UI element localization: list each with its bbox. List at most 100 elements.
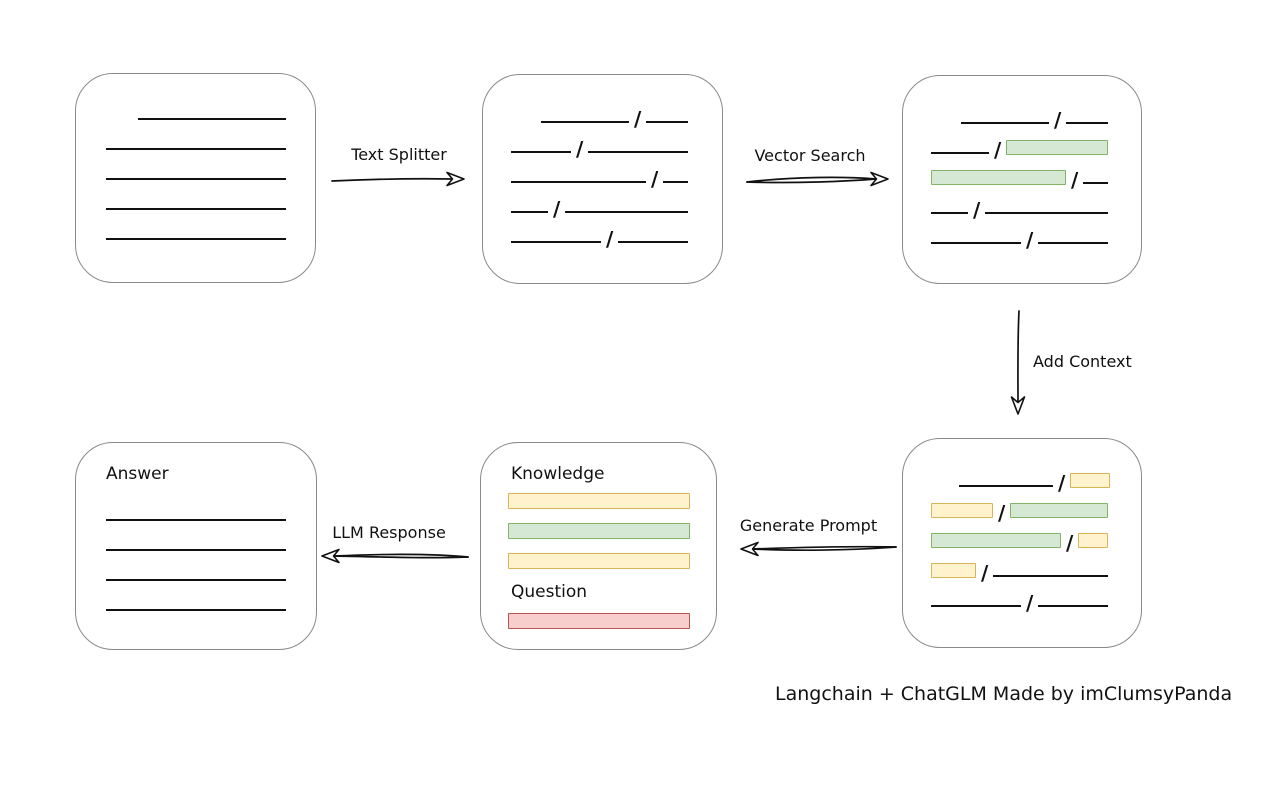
text-row: / [931,94,1113,130]
text-row [106,551,286,581]
answer-lines [106,491,286,611]
text-line [106,579,286,581]
knowledge-bars [508,493,692,569]
text-line [1083,182,1109,184]
document-text-rows [76,74,315,282]
text-row [106,491,286,521]
text-line [993,575,1109,577]
text-line [961,122,1049,124]
text-line [646,121,689,123]
generate-prompt-arrow [740,541,897,557]
credit-text: Langchain + ChatGLM Made by imClumsyPand… [775,683,1233,705]
text-row: / [931,124,1113,160]
yellow-chunk-chip [1078,533,1109,548]
text-line [1066,122,1109,124]
chunks-box: / / / / / [482,74,723,284]
text-line [959,485,1053,487]
text-row: / [931,457,1113,493]
answer-box: Answer [75,442,317,650]
text-line [931,212,968,214]
slash-separator: / [981,561,989,585]
yellow-chunk-chip [931,563,976,578]
text-line [1038,242,1109,244]
text-splitter-arrow [331,171,465,187]
context-box: / / / / / [902,438,1142,648]
slash-separator: / [998,501,1006,525]
text-line [1038,605,1109,607]
text-row [106,180,286,210]
slash-separator: / [1054,108,1062,132]
text-row: / [931,487,1113,523]
green-chunk-chip [1010,503,1109,518]
text-row: / [511,93,694,129]
generate-prompt-label: Generate Prompt [739,516,878,535]
llm-response-arrow [321,548,469,564]
text-row: / [931,577,1113,613]
answer-label: Answer [106,464,169,484]
slash-separator: / [1071,168,1079,192]
vector-search-arrow [746,171,889,187]
knowledge-label: Knowledge [511,464,605,484]
slash-separator: / [634,107,642,131]
text-row: / [931,214,1113,250]
text-line [138,118,286,120]
vector-search-label: Vector Search [754,146,866,165]
text-row: / [931,517,1113,553]
add-context-label: Add Context [1033,352,1132,371]
text-line [663,181,689,183]
slash-separator: / [651,167,659,191]
text-line [106,178,286,180]
text-line [985,212,1109,214]
text-line [511,211,548,213]
text-row: / [931,154,1113,190]
text-row: / [511,123,694,159]
slash-separator: / [553,197,561,221]
question-bars [508,613,692,629]
slash-separator: / [1026,228,1034,252]
green-chunk-chip [931,533,1061,548]
slash-separator: / [1026,591,1034,615]
llm-response-label: LLM Response [332,523,446,542]
text-row: / [511,183,694,219]
text-line [931,605,1021,607]
text-line [618,241,689,243]
text-row [106,120,286,150]
red-bar [508,613,690,629]
text-line [106,549,286,551]
question-label: Question [511,582,588,602]
text-line [106,238,286,240]
yellow-chunk-chip [1070,473,1111,488]
context-text-rows: / / / / / [903,439,1141,647]
chunks-text-rows: / / / / / [483,75,722,283]
text-line [106,519,286,521]
yellow-chunk-chip [931,503,993,518]
text-line [106,148,286,150]
text-line [931,152,989,154]
yellow-bar [508,493,690,509]
slash-separator: / [606,227,614,251]
slash-separator: / [1058,471,1066,495]
green-chunk-chip [931,170,1066,185]
text-row: / [511,213,694,249]
slash-separator: / [576,137,584,161]
text-line [511,181,646,183]
text-row: / [511,153,694,189]
text-row [106,521,286,551]
text-line [511,241,601,243]
green-bar [508,523,690,539]
prompt-box: Knowledge Question [480,442,717,650]
text-row [106,90,286,120]
text-row: / [931,184,1113,220]
retrieved-text-rows: / / / / / [903,76,1141,283]
text-row: / [931,547,1113,583]
text-row [106,150,286,180]
text-line [565,211,689,213]
slash-separator: / [1066,531,1074,555]
yellow-bar [508,553,690,569]
text-line [931,242,1021,244]
slash-separator: / [973,198,981,222]
add-context-arrow [1010,310,1026,415]
text-row [106,581,286,611]
slash-separator: / [994,138,1002,162]
